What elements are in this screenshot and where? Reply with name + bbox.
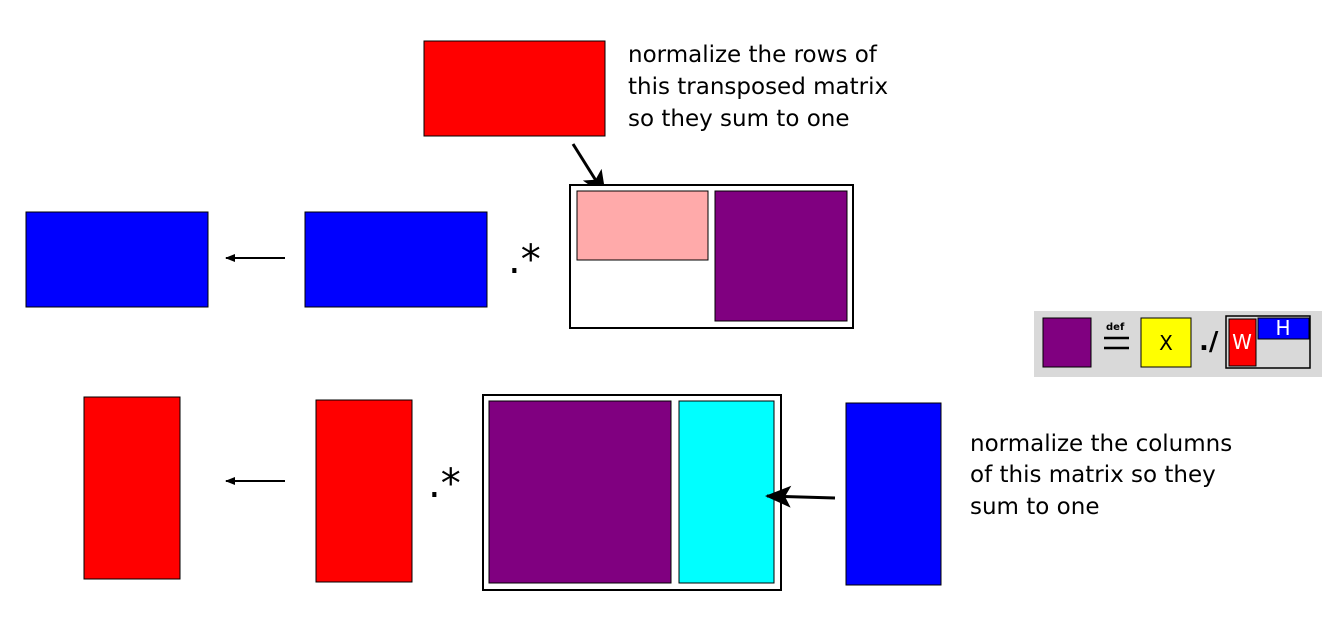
h-matrix-new: [25, 211, 209, 308]
elementwise-multiply-top: .*: [508, 237, 541, 283]
w-matrix-old: [315, 399, 413, 583]
top-note: normalize the rows of this transposed ma…: [628, 42, 895, 132]
h-matrix-old: [304, 211, 488, 308]
bottom-pointer-arrow: [765, 485, 836, 508]
bottom-note-line-2: of this matrix so they: [970, 462, 1216, 488]
ratio-matrix-top: [714, 190, 848, 322]
bottom-note-line-3: sum to one: [970, 494, 1099, 520]
legend-h-label: H: [1275, 316, 1290, 340]
bottom-note-line-1: normalize the columns: [970, 431, 1232, 457]
legend-x-label: X: [1159, 331, 1173, 355]
legend-ratio-matrix: [1042, 317, 1092, 368]
top-note-line-1: normalize the rows of: [628, 42, 878, 68]
top-note-line-3: so they sum to one: [628, 106, 850, 132]
w-matrix-new: [83, 396, 181, 580]
top-note-line-2: this transposed matrix: [628, 74, 888, 100]
w-transposed-normalized: [576, 190, 709, 261]
elementwise-multiply-bottom: .*: [428, 461, 461, 507]
legend-w-matrix: [1228, 318, 1257, 367]
legend-w-label: W: [1232, 330, 1252, 354]
legend-h-matrix: [1257, 317, 1310, 340]
w-matrix-source: [423, 40, 606, 137]
bottom-note: normalize the columns of this matrix so …: [970, 431, 1240, 520]
legend-x-matrix: [1140, 317, 1192, 368]
h-transposed-normalized: [678, 400, 775, 584]
ratio-matrix-bottom: [488, 400, 672, 584]
h-matrix-source: [845, 402, 942, 586]
elementwise-divide: ./: [1199, 327, 1219, 357]
def-label: def: [1106, 322, 1125, 333]
